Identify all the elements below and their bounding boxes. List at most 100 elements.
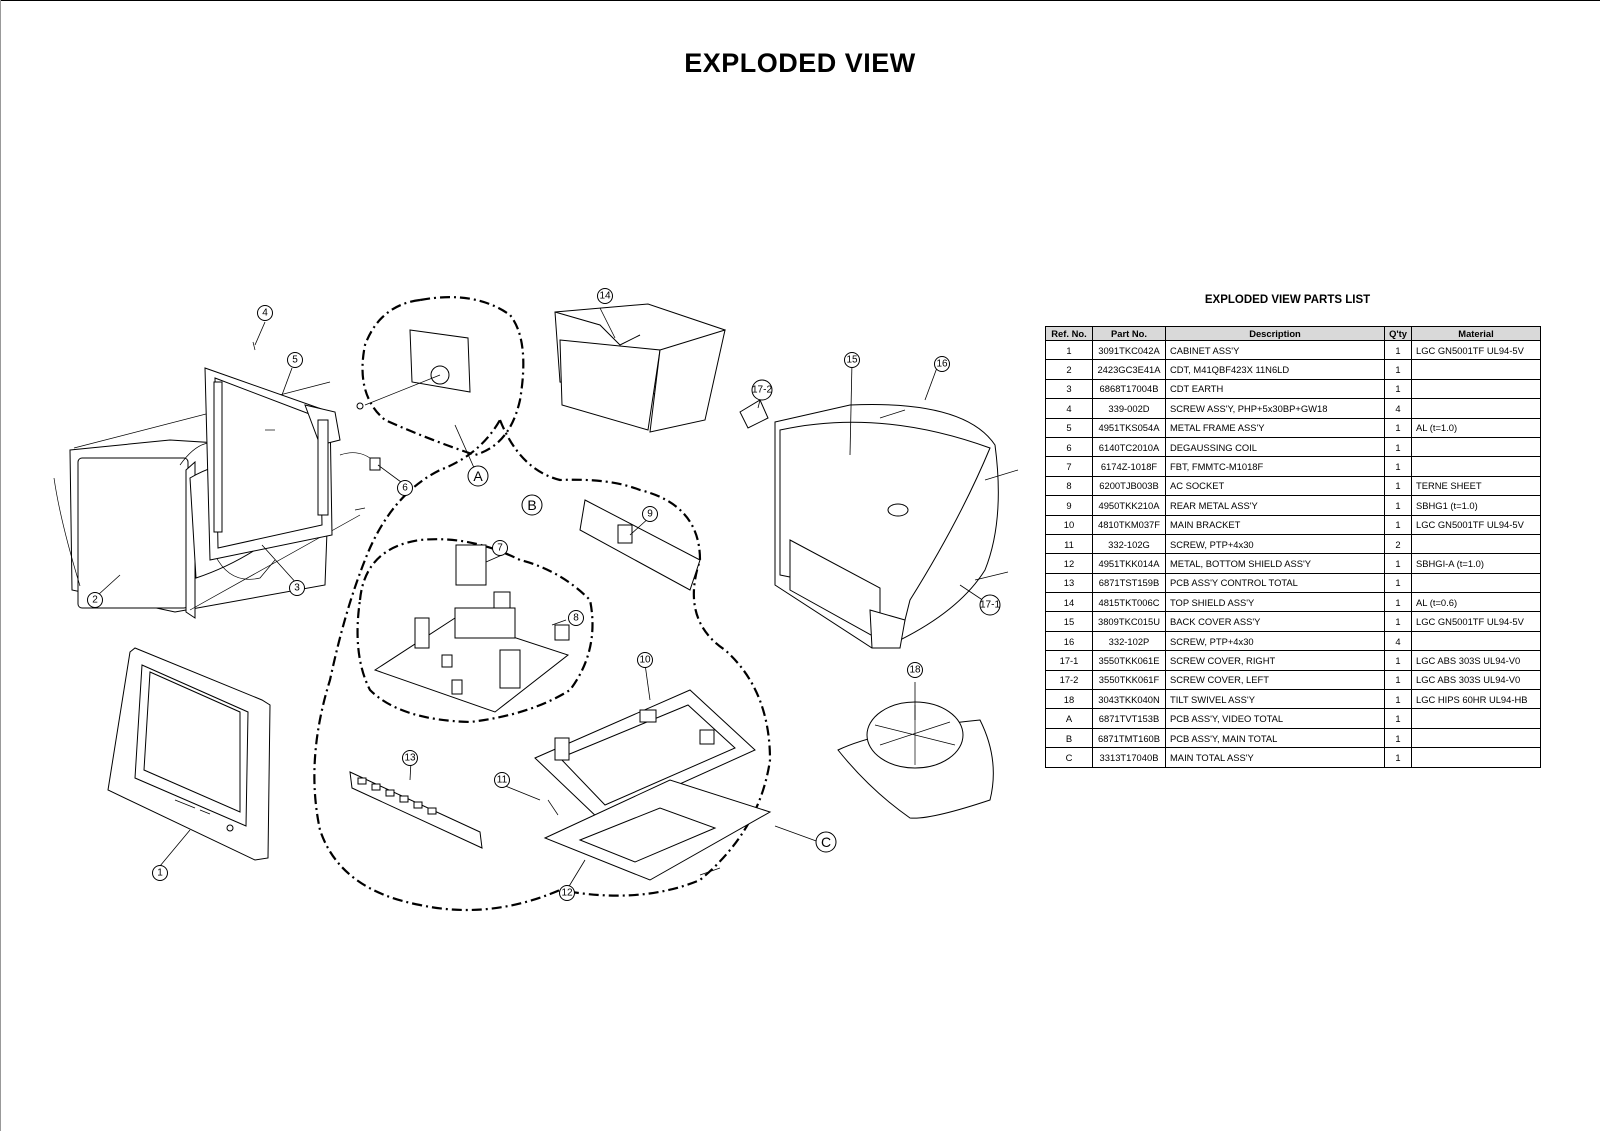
ref-no-cell: 10 [1045, 514, 1093, 535]
rear-metal [579, 499, 701, 591]
part-no-cell: 4951TKK014A [1092, 553, 1166, 574]
description-cell: DEGAUSSING COIL [1165, 436, 1385, 458]
part-no-cell: 3550TKK061F [1092, 669, 1166, 691]
callout-14-text: 14 [599, 291, 611, 302]
callout-a-text: A [473, 468, 483, 484]
callout-12-text: 12 [561, 888, 573, 899]
description-cell: MAIN TOTAL ASS'Y [1165, 747, 1385, 768]
callout-17-2: 17-2 [751, 379, 773, 401]
ref-no-cell: 18 [1045, 689, 1093, 710]
callout-6: 6 [397, 480, 413, 496]
callout-2: 2 [87, 592, 103, 608]
part-no-cell: 3809TKC015U [1092, 611, 1166, 632]
qty-cell: 1 [1384, 417, 1412, 438]
part-no-cell: 3313T17040B [1092, 747, 1166, 768]
qty-cell: 1 [1384, 727, 1412, 749]
callout-3: 3 [289, 580, 305, 596]
ref-no-cell: 6 [1045, 436, 1093, 458]
callout-b: B [521, 494, 543, 516]
callout-12: 12 [559, 885, 575, 901]
material-cell [1411, 630, 1541, 652]
main-total-outline [313, 417, 772, 912]
callout-18: 18 [907, 662, 923, 678]
part-no-cell: 3550TKK061E [1092, 650, 1166, 671]
qty-cell: 1 [1384, 592, 1412, 613]
qty-cell: 1 [1384, 689, 1412, 710]
part-no-cell: 6200TJB003B [1092, 475, 1166, 497]
part-no-cell: 2423GC3E41A [1092, 359, 1166, 380]
material-cell [1411, 436, 1541, 458]
parts-table-header-row: Ref. No. Part No. Description Q'ty Mater… [1045, 326, 1541, 341]
bottom-shield [543, 779, 772, 881]
description-cell: PCB ASS'Y, VIDEO TOTAL [1165, 708, 1385, 729]
control-pcb [349, 771, 483, 849]
parts-list-title: EXPLODED VIEW PARTS LIST [1204, 294, 1371, 306]
ref-no-cell: 3 [1045, 378, 1093, 400]
callout-5: 5 [287, 352, 303, 368]
callout-15-text: 15 [846, 355, 858, 366]
col-header-part-no: Part No. [1092, 326, 1166, 341]
callout-13-text: 13 [404, 753, 416, 764]
qty-cell: 1 [1384, 436, 1412, 458]
col-header-description: Description [1165, 326, 1385, 341]
qty-cell: 1 [1384, 708, 1412, 729]
callout-7-text: 7 [497, 543, 503, 554]
material-cell: AL (t=1.0) [1411, 417, 1541, 438]
callout-2-text: 2 [92, 595, 98, 606]
ref-no-cell: 12 [1045, 553, 1093, 574]
ref-no-cell: B [1045, 727, 1093, 749]
col-header-ref-no: Ref. No. [1045, 326, 1093, 341]
video-pcb-inset [361, 296, 525, 457]
metal-frame [204, 341, 381, 561]
material-cell [1411, 456, 1541, 477]
description-cell: SCREW ASS'Y, PHP+5x30BP+GW18 [1165, 398, 1385, 419]
ref-no-cell: 5 [1045, 417, 1093, 438]
description-cell: SCREW, PTP+4x30 [1165, 630, 1385, 652]
part-no-cell: 6868T17004B [1092, 378, 1166, 400]
callout-9-text: 9 [647, 509, 653, 520]
callout-17-2-text: 17-2 [752, 385, 772, 396]
qty-cell: 1 [1384, 339, 1412, 361]
page-border-left [0, 0, 1, 1131]
description-cell: BACK COVER ASS'Y [1165, 611, 1385, 632]
material-cell [1411, 572, 1541, 594]
callout-11-text: 11 [497, 775, 508, 786]
qty-cell: 1 [1384, 456, 1412, 477]
description-cell: SCREW COVER, RIGHT [1165, 650, 1385, 671]
description-cell: CABINET ASS'Y [1165, 339, 1385, 361]
part-no-cell: 339-002D [1092, 398, 1166, 419]
ref-no-cell: 2 [1045, 359, 1093, 380]
description-cell: SCREW COVER, LEFT [1165, 669, 1385, 691]
description-cell: CDT EARTH [1165, 378, 1385, 400]
ref-no-cell: 1 [1045, 339, 1093, 361]
ref-no-cell: 14 [1045, 592, 1093, 613]
material-cell: LGC ABS 303S UL94-V0 [1411, 669, 1541, 691]
callout-15: 15 [844, 352, 860, 368]
ref-no-cell: 4 [1045, 398, 1093, 419]
material-cell [1411, 708, 1541, 729]
qty-cell: 1 [1384, 514, 1412, 535]
part-no-cell: 4950TKK210A [1092, 495, 1166, 516]
material-cell [1411, 747, 1541, 768]
callout-1-text: 1 [157, 868, 163, 879]
description-cell: TOP SHIELD ASS'Y [1165, 592, 1385, 613]
material-cell [1411, 359, 1541, 380]
ref-no-cell: 15 [1045, 611, 1093, 632]
description-cell: CDT, M41QBF423X 11N6LD [1165, 359, 1385, 380]
part-no-cell: 332-102G [1092, 533, 1166, 555]
qty-cell: 1 [1384, 650, 1412, 671]
material-cell: LGC HIPS 60HR UL94-HB [1411, 689, 1541, 710]
page-title: EXPLODED VIEW [684, 48, 916, 78]
